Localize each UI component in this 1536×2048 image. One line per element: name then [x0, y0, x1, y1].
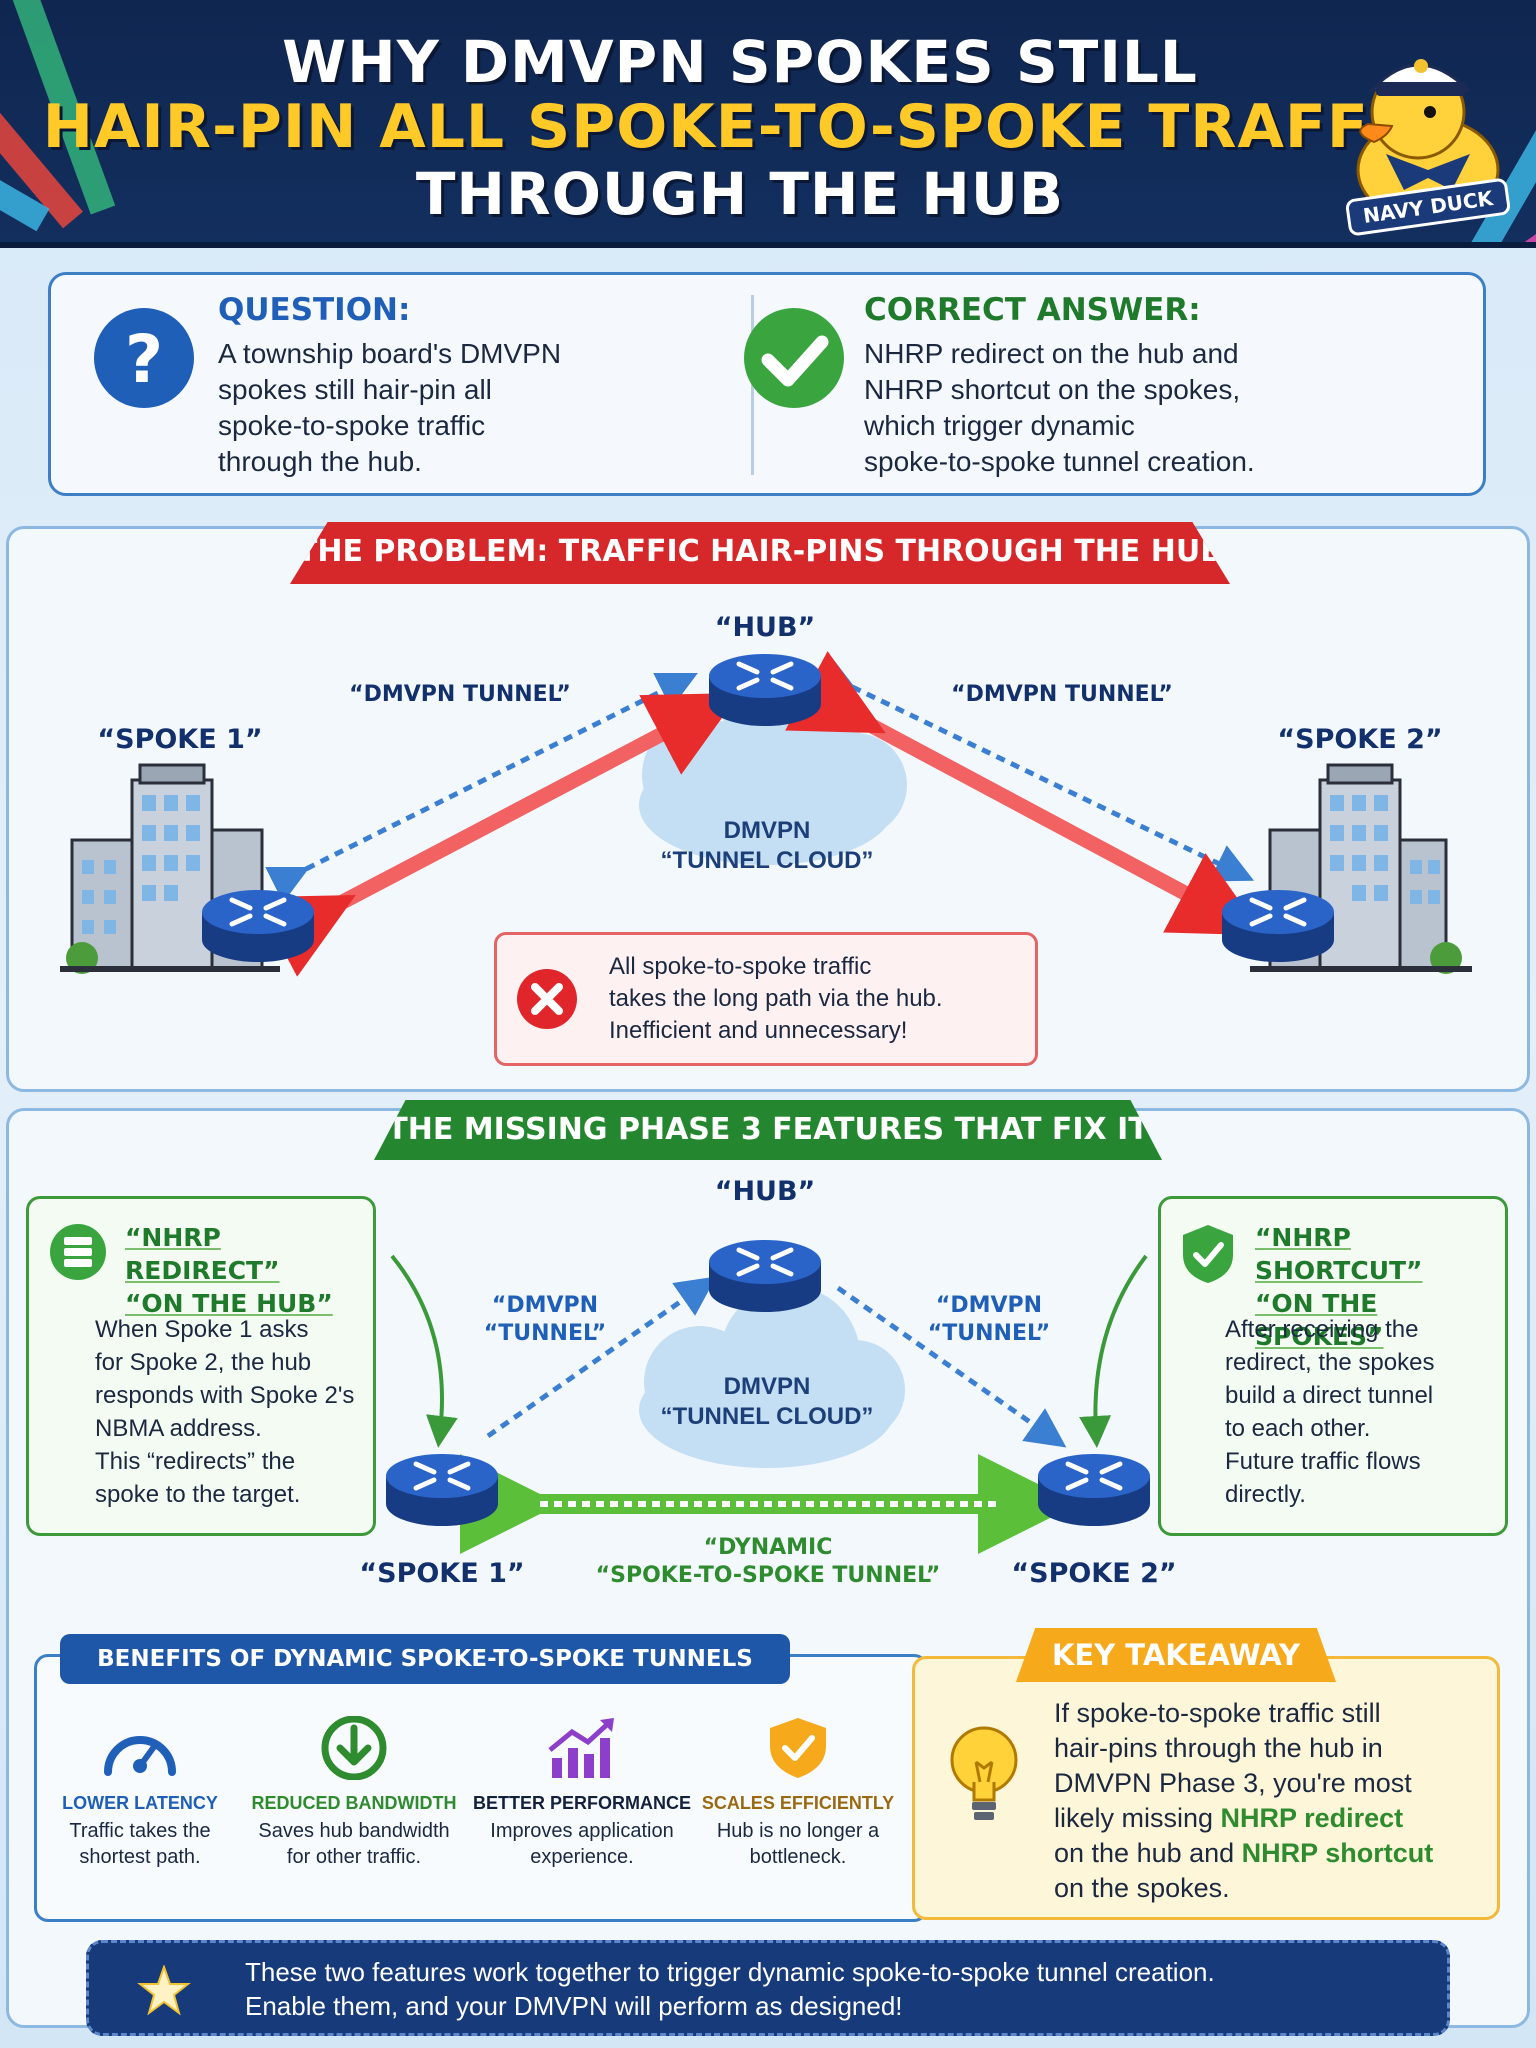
fix-spoke2-label: “SPOKE 2” — [1011, 1558, 1177, 1589]
highlight-nhrp-redirect: NHRP redirect — [1220, 1803, 1404, 1833]
navy-duck-mascot-icon: NAVY DUCK — [1345, 59, 1511, 236]
shield-check-icon — [1183, 1225, 1233, 1283]
tunnel-label-right: “DMVPN TUNNEL” — [951, 682, 1173, 707]
highlight-nhrp-shortcut: NHRP shortcut — [1241, 1838, 1434, 1868]
dynamic-tunnel-label: “DYNAMIC “SPOKE-TO-SPOKE TUNNEL” — [595, 1535, 941, 1588]
tunnel-cloud — [639, 1286, 905, 1468]
error-x-icon — [517, 969, 577, 1029]
benefits-panel — [34, 1654, 928, 1922]
footer-banner: These two features work together to trig… — [86, 1940, 1450, 2036]
check-circle-icon — [744, 308, 844, 408]
nhrp-shortcut-box: “NHRP SHORTCUT” “ON THE SPOKES” After re… — [1158, 1196, 1508, 1536]
spoke1-router-icon — [202, 890, 314, 962]
spoke2-label: “SPOKE 2” — [1277, 724, 1443, 755]
cloud-label: DMVPN “TUNNEL CLOUD” — [660, 817, 874, 874]
question-text: A township board's DMVPN spokes still ha… — [218, 338, 562, 477]
hub-router-icon — [709, 1240, 821, 1312]
warning-box: All spoke-to-spoke traffic takes the lon… — [494, 932, 1038, 1066]
spoke1-label: “SPOKE 1” — [97, 724, 263, 755]
fix-cloud-label: DMVPN “TUNNEL CLOUD” — [660, 1373, 874, 1430]
nhrp-redirect-text: When Spoke 1 asks for Spoke 2, the hub r… — [95, 1316, 355, 1508]
server-stack-icon — [50, 1224, 106, 1280]
benefits-title: BENEFITS OF DYNAMIC SPOKE-TO-SPOKE TUNNE… — [60, 1634, 790, 1684]
question-title: QUESTION: — [218, 292, 411, 328]
spoke1-router-icon — [386, 1454, 498, 1526]
shield-check-icon — [770, 1718, 826, 1778]
star-icon — [137, 1965, 191, 2016]
page-title-line-1: WHY DMVPN SPOKES STILL — [282, 28, 1198, 96]
tunnel-label-left: “DMVPN TUNNEL” — [349, 682, 571, 707]
fix-banner: THE MISSING PHASE 3 FEATURES THAT FIX IT — [374, 1100, 1162, 1160]
hub-label: “HUB” — [714, 612, 816, 643]
fix-tunnel-label-right: “DMVPN “TUNNEL” — [927, 1293, 1051, 1346]
footer-text: These two features work together to trig… — [245, 1957, 1215, 2021]
fix-diagram — [386, 1240, 1150, 1554]
page-title-line-3: THROUGH THE HUB — [415, 160, 1065, 228]
problem-diagram — [60, 651, 1472, 977]
hub-router-icon — [709, 654, 821, 726]
key-takeaway-box — [912, 1656, 1500, 1920]
speedometer-icon — [104, 1736, 176, 1776]
fix-tunnel-label-left: “DMVPN “TUNNEL” — [483, 1293, 607, 1346]
lightbulb-icon — [950, 1726, 1018, 1820]
download-icon — [321, 1715, 387, 1781]
key-takeaway-title: KEY TAKEAWAY — [1016, 1628, 1336, 1682]
nhrp-redirect-title: “NHRP REDIRECT” “ON THE HUB” — [125, 1223, 333, 1318]
fix-spoke1-label: “SPOKE 1” — [359, 1558, 525, 1589]
problem-banner: THE PROBLEM: TRAFFIC HAIR-PINS THROUGH T… — [290, 522, 1230, 584]
spoke2-router-icon — [1222, 890, 1334, 962]
nhrp-redirect-box: “NHRP REDIRECT” “ON THE HUB” When Spoke … — [26, 1196, 376, 1536]
nhrp-shortcut-title: “NHRP SHORTCUT” “ON THE SPOKES” — [1255, 1223, 1423, 1351]
spoke2-router-icon — [1038, 1454, 1150, 1526]
key-takeaway-text: If spoke-to-spoke traffic still hair-pin… — [1054, 1698, 1434, 1903]
nhrp-shortcut-text: After receiving the redirect, the spokes… — [1225, 1316, 1435, 1508]
page-title-line-2: HAIR-PIN ALL SPOKE-TO-SPOKE TRAFFIC — [42, 92, 1438, 162]
svg-text:?: ? — [125, 321, 163, 398]
answer-text: NHRP redirect on the hub and NHRP shortc… — [864, 338, 1255, 477]
fix-hub-label: “HUB” — [714, 1176, 816, 1207]
answer-title: CORRECT ANSWER: — [864, 292, 1201, 328]
header-banner: WHY DMVPN SPOKES STILL HAIR-PIN ALL SPOK… — [0, 0, 1536, 248]
question-mark-icon: ? — [94, 308, 194, 408]
warning-text: All spoke-to-spoke traffic takes the lon… — [609, 953, 943, 1044]
growth-chart-icon — [548, 1718, 614, 1778]
